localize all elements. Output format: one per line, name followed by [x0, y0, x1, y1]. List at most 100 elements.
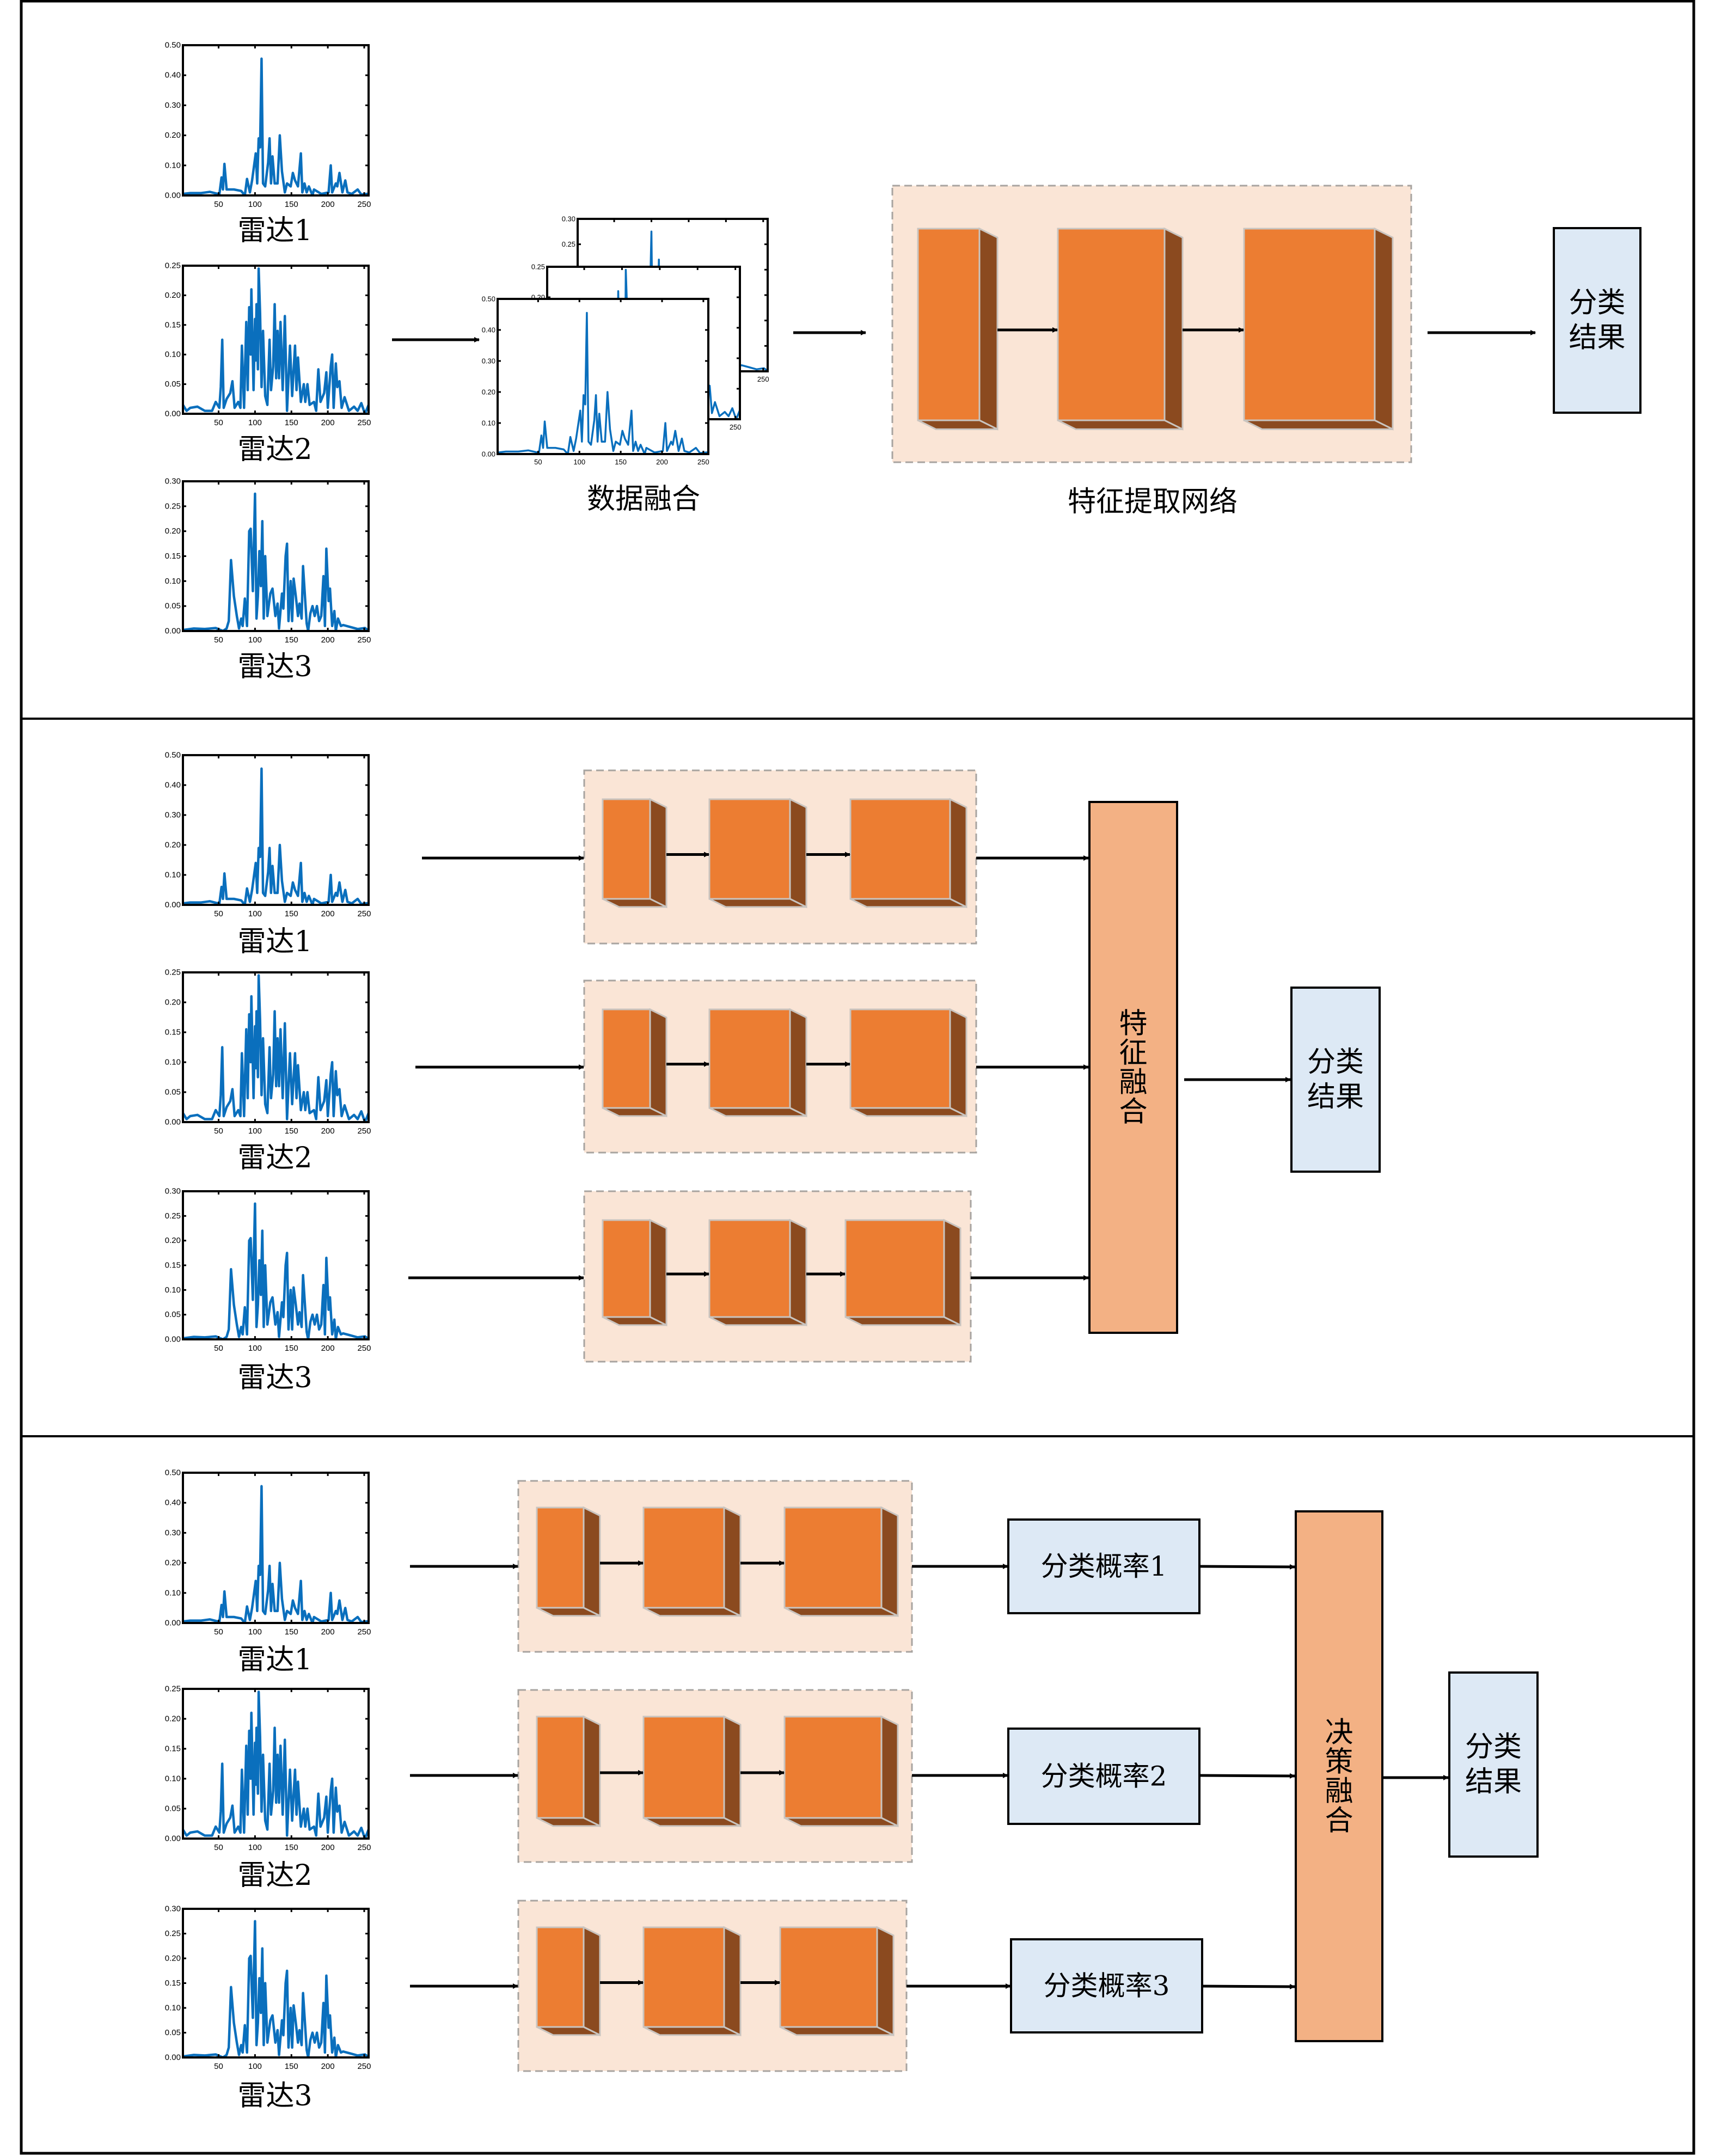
x-tick-label: 150	[285, 1843, 298, 1852]
x-tick-label: 250	[357, 200, 371, 209]
x-tick-label: 100	[248, 418, 262, 427]
y-tick-label: 0.30	[562, 215, 575, 223]
y-tick-label: 0.30	[165, 101, 181, 110]
y-tick-label: 0.40	[165, 71, 181, 80]
block-front-face	[602, 1008, 651, 1109]
x-tick-label: 50	[534, 458, 542, 466]
y-tick-label: 0.20	[165, 841, 181, 850]
conv-block	[783, 1506, 899, 1618]
conv-block	[642, 1926, 742, 2037]
conv-block	[536, 1926, 601, 2037]
block-bottom-face	[643, 1607, 741, 1617]
y-tick-label: 0.20	[165, 131, 181, 140]
x-tick-label: 250	[357, 635, 371, 645]
y-tick-label: 0.20	[165, 1954, 181, 1963]
block-front-face	[783, 1506, 883, 1609]
y-tick-label: 0.25	[165, 1929, 181, 1938]
x-tick-label: 200	[321, 200, 335, 209]
fusion-label-char: 融	[1119, 1067, 1147, 1099]
x-tick-label: 150	[285, 2062, 298, 2071]
result-label-line-2: 结果	[1307, 1081, 1364, 1113]
x-tick-label: 250	[357, 909, 371, 918]
conv-block	[1057, 227, 1184, 431]
y-tick-label: 0.15	[165, 320, 181, 329]
plot-frame	[182, 44, 370, 197]
block-bottom-face	[709, 1107, 807, 1117]
radar-label: 雷达1	[237, 215, 312, 247]
branch-network-2	[583, 979, 977, 1154]
feature-extraction-network	[891, 185, 1412, 463]
y-tick-label: 0.15	[165, 552, 181, 561]
y-tick-label: 0.05	[165, 1310, 181, 1319]
y-tick-label: 0.10	[165, 350, 181, 359]
x-tick-label: 50	[214, 1843, 223, 1852]
x-tick-label: 50	[214, 1126, 223, 1136]
y-tick-label: 0.40	[165, 781, 181, 790]
signal-line	[183, 767, 369, 905]
y-tick-label: 0.00	[165, 409, 181, 419]
y-tick-label: 0.10	[165, 1774, 181, 1784]
radar-label: 雷达3	[237, 1362, 312, 1394]
y-tick-label: 0.00	[165, 901, 181, 910]
conv-block	[844, 1218, 961, 1327]
branch-network-1	[583, 769, 977, 945]
diagram-blocks: 0.000.050.100.150.200.250.302500.000.050…	[392, 185, 1641, 2072]
block-front-face	[844, 1219, 945, 1318]
y-tick-label: 0.30	[165, 477, 181, 486]
fusion-column-label: 决策融合	[1325, 1717, 1353, 1837]
signal-line	[183, 57, 369, 195]
block-side-face	[649, 798, 667, 909]
y-tick-label: 0.10	[165, 1285, 181, 1295]
conv-block	[642, 1506, 742, 1618]
plot-frame	[182, 1472, 370, 1624]
x-tick-label: 150	[285, 200, 298, 209]
x-tick-label: 150	[285, 418, 298, 427]
x-tick-label: 150	[285, 1344, 298, 1353]
y-tick-label: 0.20	[165, 998, 181, 1007]
y-tick-label: 0.00	[165, 1619, 181, 1628]
block-front-face	[1057, 228, 1166, 421]
probability-label: 分类概率1	[1041, 1551, 1167, 1582]
x-tick-label: 250	[357, 2062, 371, 2071]
block-side-face	[583, 1506, 601, 1618]
block-side-face	[949, 1008, 967, 1118]
y-tick-label: 0.10	[165, 2004, 181, 2013]
x-tick-label: 100	[248, 635, 262, 645]
block-side-face	[723, 1926, 742, 2037]
block-front-face	[849, 1008, 951, 1109]
y-tick-label: 0.40	[482, 326, 495, 334]
branch-network-2	[517, 1689, 913, 1863]
x-tick-label: 250	[697, 458, 709, 466]
signal-line	[183, 492, 369, 631]
signal-line	[183, 1202, 369, 1339]
x-tick-label: 250	[357, 1344, 371, 1353]
y-tick-label: 0.10	[165, 871, 181, 880]
x-tick-label: 50	[214, 200, 223, 209]
y-tick-label: 0.20	[482, 388, 495, 396]
plot-frame	[497, 298, 709, 455]
y-tick-label: 0.00	[165, 2053, 181, 2062]
x-tick-label: 50	[214, 1627, 223, 1637]
conv-block	[602, 1218, 667, 1327]
x-tick-label: 150	[615, 458, 627, 466]
y-tick-label: 0.30	[165, 811, 181, 820]
block-front-face	[708, 798, 791, 900]
conv-block	[849, 798, 967, 909]
conv-block	[849, 1008, 967, 1118]
result-label-line-2: 结果	[1465, 1766, 1522, 1798]
x-tick-label: 200	[321, 1344, 335, 1353]
x-tick-label: 200	[321, 1126, 335, 1136]
plot-frame	[182, 265, 370, 415]
x-tick-label: 150	[285, 1126, 298, 1136]
block-bottom-face	[709, 1316, 807, 1326]
block-side-face	[978, 227, 999, 431]
panel-frames	[20, 0, 1695, 2155]
arrow-probability-to-decision-fusion	[1202, 1983, 1295, 1989]
radar-label: 雷达2	[237, 433, 312, 466]
y-tick-label: 0.10	[165, 1588, 181, 1597]
x-tick-label: 200	[321, 418, 335, 427]
